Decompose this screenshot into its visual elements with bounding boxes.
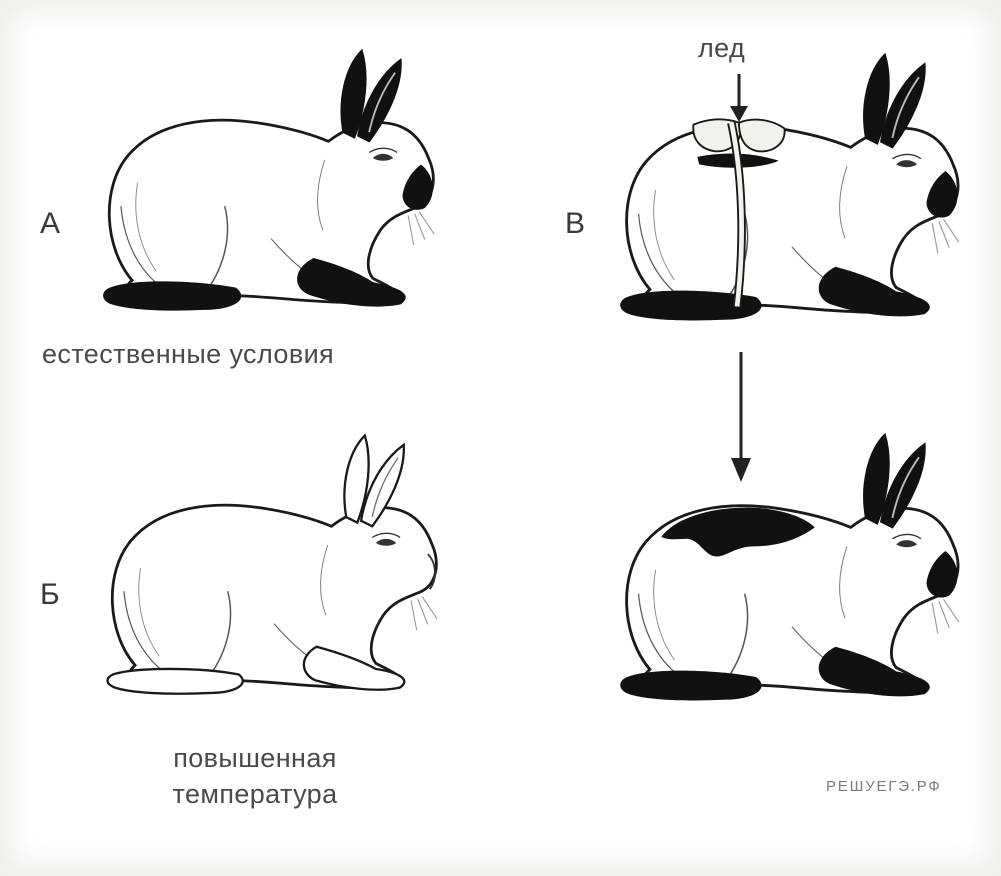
label-b: Б — [40, 578, 60, 612]
rabbit-a-natural — [95, 48, 447, 318]
label-v: В — [565, 207, 586, 241]
caption-a: естественные условия — [42, 336, 334, 372]
rabbit-b-high-temp — [98, 432, 450, 704]
caption-b-line1: повышенная — [130, 740, 380, 776]
caption-b: повышенная температура — [130, 740, 380, 812]
label-a: А — [40, 207, 61, 241]
caption-b-line2: температура — [130, 776, 380, 812]
rabbit-v-result — [612, 432, 972, 708]
rabbit-v-with-ice — [612, 52, 972, 328]
watermark: РЕШУЕГЭ.РФ — [826, 778, 942, 795]
